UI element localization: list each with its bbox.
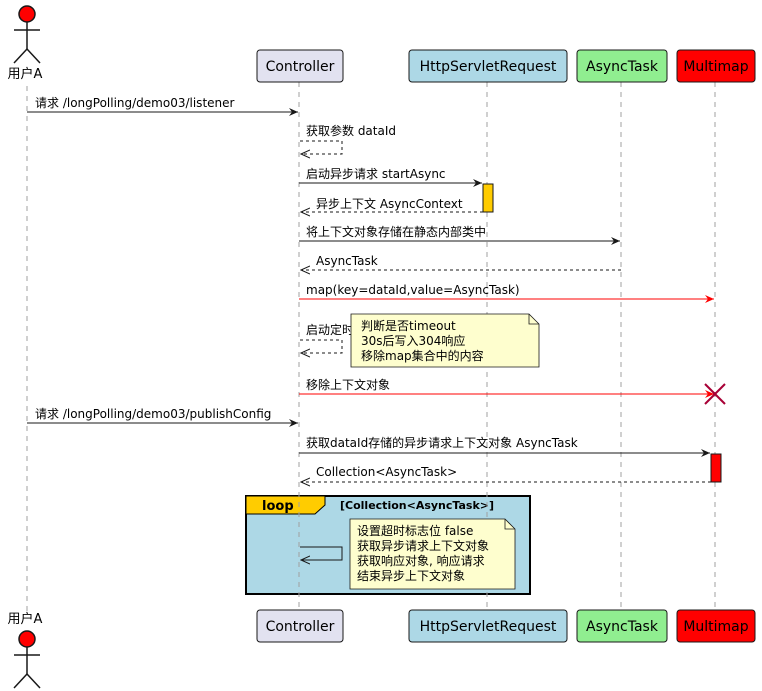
asynctask-label-top: AsyncTask xyxy=(586,59,659,75)
request-label-bottom: HttpServletRequest xyxy=(420,619,557,635)
message-label: 请求 /longPolling/demo03/publishConfig xyxy=(35,407,271,421)
message-label: 请求 /longPolling/demo03/listener xyxy=(35,96,235,110)
actor-a-label-top: 用户A xyxy=(8,66,43,82)
multimap-label-top: Multimap xyxy=(683,59,748,75)
message-remove-context: 移除上下文对象 xyxy=(299,377,726,405)
note-line: 获取响应对象, 响应请求 xyxy=(357,553,485,568)
message-start-async: 启动异步请求 startAsync xyxy=(299,167,482,187)
asynctask-label-bottom: AsyncTask xyxy=(586,619,659,635)
message-get-asynctask: 获取dataId存储的异步请求上下文对象 AsyncTask xyxy=(299,435,710,457)
message-request-publish: 请求 /longPolling/demo03/publishConfig xyxy=(27,407,298,427)
message-label: map(key=dataId,value=AsyncTask) xyxy=(306,283,520,297)
participant-controller-top: Controller xyxy=(256,49,344,83)
message-async-context: 异步上下文 AsyncContext xyxy=(301,196,483,212)
loop-condition: [Collection<AsyncTask>] xyxy=(340,499,494,512)
message-label: 将上下文对象存储在静态内部类中 xyxy=(306,224,486,239)
note-loop: 设置超时标志位 false 获取异步请求上下文对象 获取响应对象, 响应请求 结… xyxy=(349,518,516,590)
note-line: 30s后写入304响应 xyxy=(361,333,465,348)
activation-request xyxy=(482,183,494,213)
message-label: 移除上下文对象 xyxy=(306,377,390,392)
controller-label-bottom: Controller xyxy=(266,619,335,635)
message-get-dataid: 获取参数 dataId xyxy=(300,123,396,154)
message-request-listener: 请求 /longPolling/demo03/listener xyxy=(27,96,298,116)
message-map-put: map(key=dataId,value=AsyncTask) xyxy=(299,283,714,303)
participant-request-top: HttpServletRequest xyxy=(408,49,568,83)
message-store-context: 将上下文对象存储在静态内部类中 xyxy=(299,224,620,245)
note-line: 设置超时标志位 false xyxy=(357,523,473,538)
request-label-top: HttpServletRequest xyxy=(420,59,557,75)
message-asynctask-return: AsyncTask xyxy=(301,254,621,270)
note-line: 获取异步请求上下文对象 xyxy=(357,538,489,553)
note-line: 结束异步上下文对象 xyxy=(357,568,465,583)
note-line: 移除map集合中的内容 xyxy=(361,348,484,363)
actor-a-label-bottom: 用户A xyxy=(8,611,43,627)
loop-self-message xyxy=(300,546,343,560)
message-label: 启动异步请求 startAsync xyxy=(306,167,446,181)
controller-label-top: Controller xyxy=(266,59,335,75)
message-label: Collection<AsyncTask> xyxy=(316,465,457,479)
participant-request-bottom: HttpServletRequest xyxy=(408,609,568,643)
message-label: 异步上下文 AsyncContext xyxy=(316,196,463,211)
message-label: AsyncTask xyxy=(316,254,378,268)
actor-a-bottom: 用户A xyxy=(8,611,43,689)
note-timer: 判断是否timeout 30s后写入304响应 移除map集合中的内容 xyxy=(350,313,540,368)
participant-multimap-top: Multimap xyxy=(676,49,756,83)
message-label: 获取dataId存储的异步请求上下文对象 AsyncTask xyxy=(306,435,578,450)
actor-head-icon xyxy=(18,5,36,23)
multimap-label-bottom: Multimap xyxy=(683,619,748,635)
participant-asynctask-bottom: AsyncTask xyxy=(576,609,668,643)
participant-multimap-bottom: Multimap xyxy=(676,609,756,643)
activation-multimap xyxy=(710,453,722,483)
loop-label-tab xyxy=(245,495,326,515)
participant-controller-bottom: Controller xyxy=(256,609,344,643)
message-collection-return: Collection<AsyncTask> xyxy=(301,465,711,482)
message-label: 获取参数 dataId xyxy=(306,123,396,138)
note-line: 判断是否timeout xyxy=(361,318,456,333)
actor-head-icon xyxy=(18,630,36,648)
participant-asynctask-top: AsyncTask xyxy=(576,49,668,83)
actor-a-top: 用户A xyxy=(8,5,43,82)
loop-keyword: loop xyxy=(262,499,294,514)
